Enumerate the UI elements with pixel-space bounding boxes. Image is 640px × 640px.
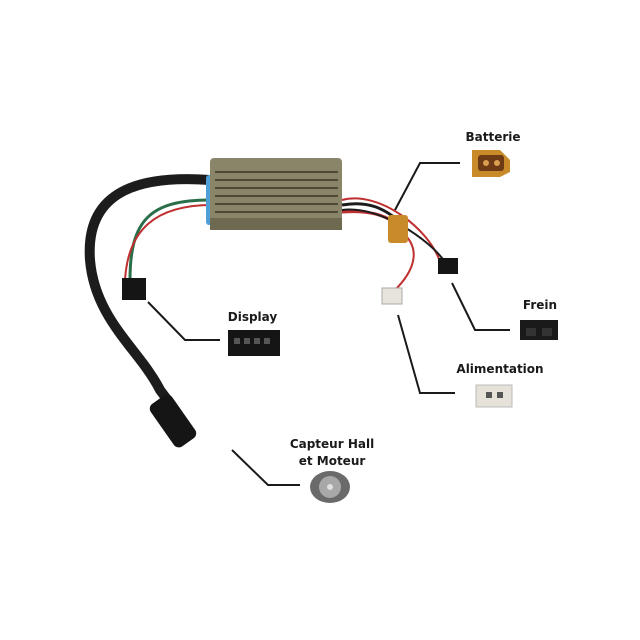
brake-leader [451, 282, 510, 331]
power-label: Alimentation [456, 362, 544, 376]
battery-connector-icon [472, 150, 510, 177]
controller-box [206, 158, 342, 230]
power-connector-icon [475, 384, 513, 408]
hall-leader [231, 449, 300, 486]
motor-cable [84, 174, 215, 415]
display-wires [128, 198, 211, 281]
battery-inline-connector [388, 215, 408, 243]
battery-label: Batterie [465, 130, 521, 144]
battery-leader [394, 162, 460, 211]
display-wire-connector [122, 278, 146, 300]
motor-cable-plug [149, 394, 197, 448]
display-connector-icon [228, 330, 280, 356]
hall-label-line1: Capteur Hall [289, 437, 375, 451]
hall-label-line2: et Moteur [298, 454, 366, 468]
display-label: Display [227, 310, 278, 324]
power-leader [397, 314, 455, 394]
brake-connector-icon [520, 320, 558, 340]
brake-inline-connector [438, 258, 458, 274]
hall-connector-icon [310, 471, 350, 503]
brake-label: Frein [522, 298, 558, 312]
display-leader [147, 301, 220, 341]
power-inline-connector [381, 287, 403, 305]
